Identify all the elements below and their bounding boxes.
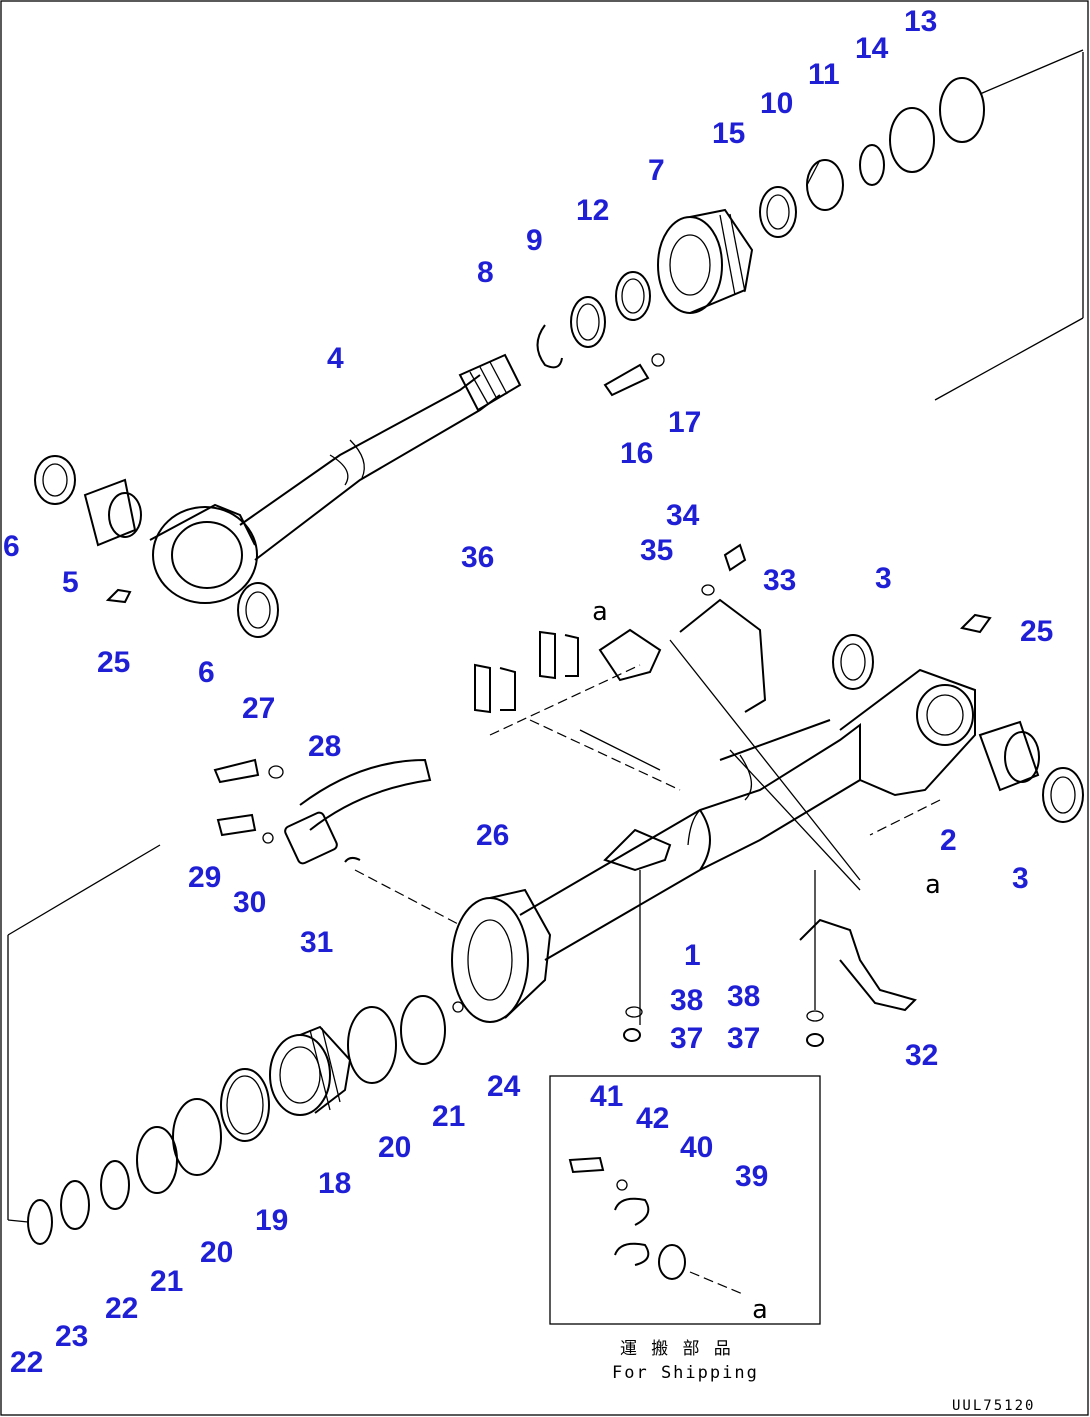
- callout-label: 30: [233, 886, 266, 919]
- cylinder-head-parts: [536, 77, 985, 397]
- callout-label: 3: [1012, 862, 1029, 895]
- callout-label: 18: [318, 1167, 351, 1200]
- callout-label: 32: [905, 1039, 938, 1072]
- callout-label: 22: [105, 1292, 138, 1325]
- shipping-inset: [549, 1075, 821, 1325]
- piston-rod-assembly: [149, 353, 522, 604]
- callout-label: 4: [327, 342, 344, 375]
- callout-label: 6: [198, 656, 215, 689]
- callout-label: 39: [735, 1160, 768, 1193]
- callout-label: 31: [300, 926, 333, 959]
- callout-label: 6: [3, 530, 20, 563]
- callout-label: 23: [55, 1320, 88, 1353]
- callout-label: 21: [432, 1100, 465, 1133]
- callout-label: 3: [875, 562, 892, 595]
- drawing-id: UUL75120: [952, 1398, 1035, 1414]
- callout-label: 37: [670, 1022, 703, 1055]
- callout-label: 40: [680, 1131, 713, 1164]
- callout-label: 35: [640, 534, 673, 567]
- callout-label: 14: [855, 32, 889, 65]
- callout-label: 25: [97, 646, 130, 679]
- callout-label: 24: [487, 1070, 521, 1103]
- inset-caption-jp: 運 搬 部 品: [620, 1339, 733, 1359]
- callout-label: 20: [200, 1236, 233, 1269]
- callout-label: 15: [712, 117, 745, 150]
- hoses-and-clamps: [213, 543, 917, 1047]
- callout-label: 11: [808, 58, 840, 91]
- callout-label: 42: [636, 1102, 669, 1135]
- callout-label: 34: [666, 499, 700, 532]
- inset-frame: [549, 1075, 821, 1325]
- callout-label: 12: [576, 194, 609, 227]
- callout-label: 21: [150, 1265, 183, 1298]
- cylinder-tube: [451, 628, 976, 1023]
- piston-and-seals: [27, 995, 464, 1245]
- reference-marks: a a a: [592, 597, 941, 1325]
- inset-caption-en: For Shipping: [612, 1363, 759, 1383]
- reference-mark: a: [592, 597, 608, 627]
- callout-label: 29: [188, 861, 221, 894]
- callout-label: 36: [461, 541, 494, 574]
- callout-label: 28: [308, 730, 341, 763]
- callout-label: 20: [378, 1131, 411, 1164]
- callout-label: 27: [242, 692, 275, 725]
- callout-label: 7: [648, 154, 665, 187]
- callout-label: 5: [62, 566, 79, 599]
- callout-label: 16: [620, 437, 653, 470]
- callout-labels: 1 2 3 3 4 5 6 6 7 8 9 10 11 12 13 14 15 …: [3, 5, 1053, 1379]
- tube-end-parts: [832, 613, 1084, 823]
- callout-label: 2: [940, 824, 957, 857]
- callout-label: 13: [904, 5, 937, 38]
- callout-label: 38: [727, 980, 760, 1013]
- callout-label: 10: [760, 87, 793, 120]
- callout-label: 33: [763, 564, 796, 597]
- callout-label: 1: [684, 939, 701, 972]
- rod-end-parts: [34, 455, 279, 638]
- reference-mark: a: [925, 870, 941, 900]
- reference-mark: a: [752, 1295, 768, 1325]
- callout-label: 9: [526, 224, 543, 257]
- callout-label: 19: [255, 1204, 288, 1237]
- callout-label: 25: [1020, 615, 1053, 648]
- callout-label: 37: [727, 1022, 760, 1055]
- callout-label: 41: [590, 1080, 623, 1113]
- callout-label: 17: [668, 406, 701, 439]
- callout-label: 38: [670, 984, 703, 1017]
- callout-label: 8: [477, 256, 494, 289]
- callout-label: 26: [476, 819, 509, 852]
- callout-label: 22: [10, 1346, 43, 1379]
